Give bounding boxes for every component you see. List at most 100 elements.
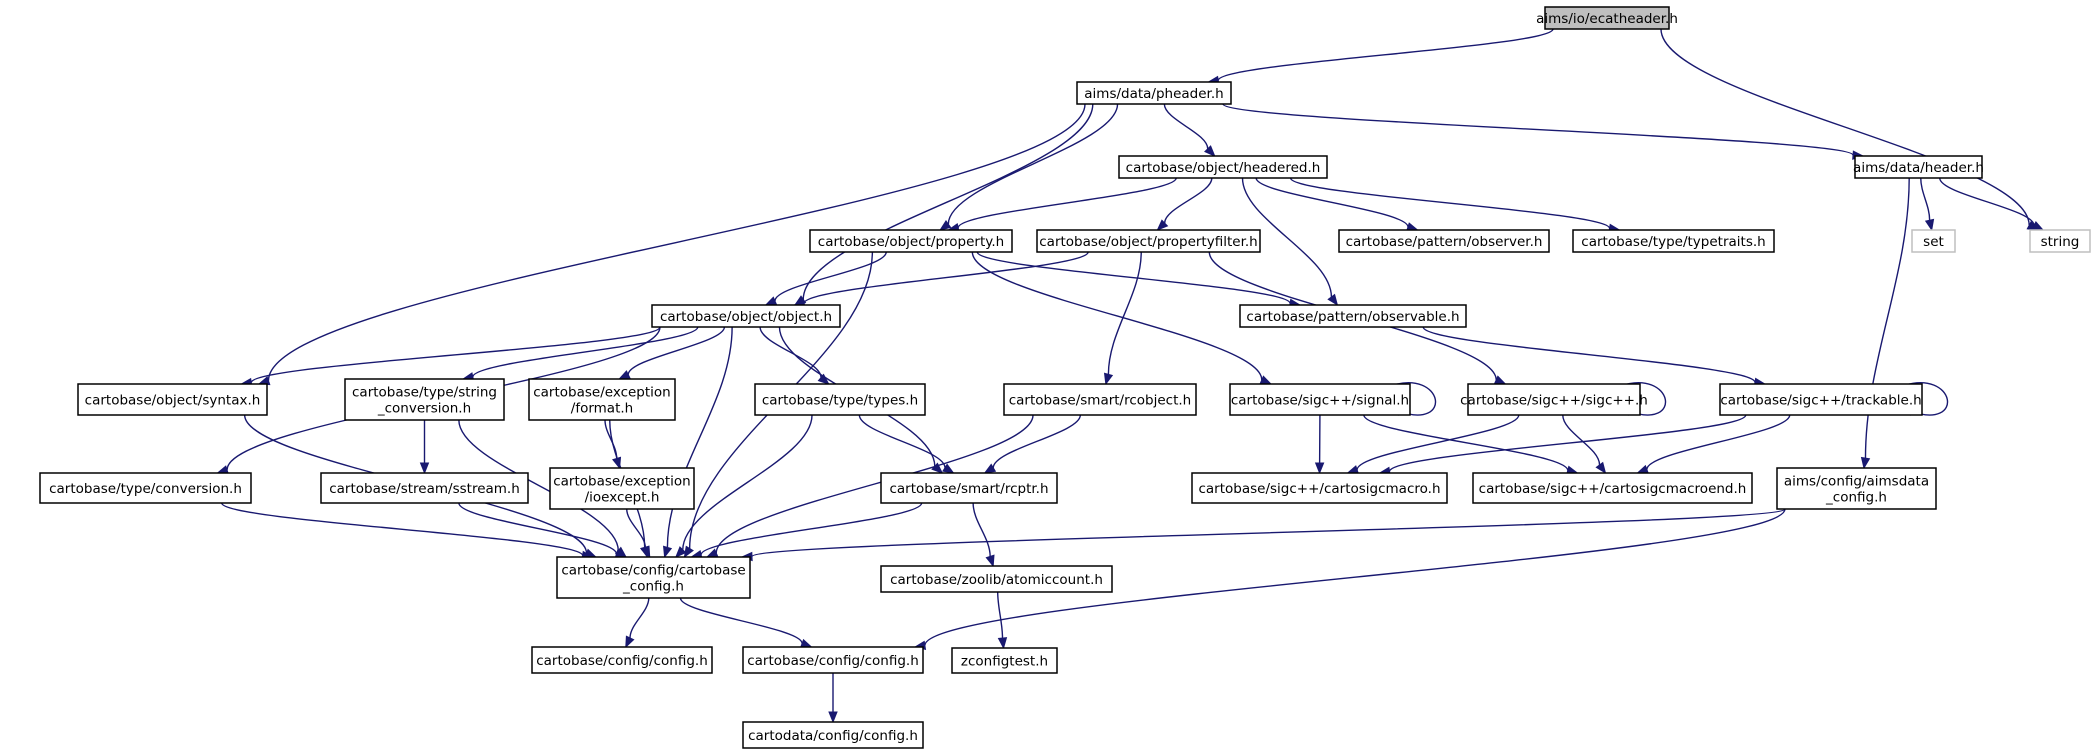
edge-line	[1217, 28, 1554, 82]
node-label: cartodata/config/config.h	[748, 728, 918, 744]
arrowhead-icon	[1595, 461, 1607, 475]
node-typetraits[interactable]: cartobase/type/typetraits.h	[1572, 229, 1775, 253]
node-box	[1036, 229, 1261, 253]
arrowhead-icon	[625, 635, 635, 649]
node-pheader[interactable]: aims/data/pheader.h	[1076, 81, 1232, 105]
node-label: cartobase/object/property.h	[818, 234, 1004, 250]
node-sigcpp[interactable]: cartobase/sigc++/sigc++.h	[1460, 383, 1648, 416]
node-format[interactable]: cartobase/exception/format.h	[528, 378, 676, 421]
node-box	[742, 721, 924, 749]
graph-edges	[216, 28, 2045, 724]
node-aimsdataconfig[interactable]: aims/config/aimsdata_config.h	[1776, 467, 1937, 510]
node-box	[1467, 383, 1641, 416]
arrowhead-icon	[939, 220, 952, 231]
node-box	[528, 378, 676, 421]
node-label: cartobase/object/object.h	[660, 309, 832, 325]
node-sstream[interactable]: cartobase/stream/sstream.h	[320, 472, 529, 504]
node-label: cartobase/sigc++/trackable.h	[1720, 393, 1921, 409]
node-config2[interactable]: cartobase/config/config.h	[742, 646, 924, 674]
node-label: cartobase/sigc++/sigc++.h	[1460, 393, 1648, 409]
edge-line	[700, 502, 923, 556]
edge-observable-to-trackable	[1422, 326, 1767, 387]
node-cbconfig[interactable]: cartobase/config/cartobase_config.h	[556, 556, 751, 599]
edge-headered-to-observable	[1241, 177, 1339, 307]
edge-line	[1562, 414, 1601, 466]
arrowhead-icon	[1636, 464, 1650, 474]
edge-line	[1388, 414, 1747, 473]
node-label: cartobase/config/cartobase	[561, 563, 745, 579]
node-ioexcept[interactable]: cartobase/exception/ioexcept.h	[549, 467, 695, 510]
edge-line	[1356, 414, 1520, 471]
node-label: cartobase/type/string	[352, 385, 497, 401]
node-observer[interactable]: cartobase/pattern/observer.h	[1338, 229, 1550, 253]
node-label: cartobase/pattern/observer.h	[1346, 234, 1543, 250]
node-box	[531, 646, 713, 674]
node-box	[1776, 467, 1937, 510]
edge-line	[802, 103, 1094, 300]
edge-signal-to-sigcmacro	[1314, 414, 1325, 475]
node-rcobject[interactable]: cartobase/smart/rcobject.h	[1003, 383, 1197, 416]
edge-propfilter-to-object	[792, 251, 1089, 308]
node-object[interactable]: cartobase/object/object.h	[651, 304, 841, 328]
node-observable[interactable]: cartobase/pattern/observable.h	[1239, 304, 1467, 328]
node-box	[77, 383, 268, 416]
node-syntax[interactable]: cartobase/object/syntax.h	[77, 383, 268, 416]
node-box	[880, 472, 1058, 504]
node-header[interactable]: aims/data/header.h	[1853, 155, 1984, 179]
edge-aimsdataconfig-to-cbconfig	[740, 508, 1786, 562]
node-trackable[interactable]: cartobase/sigc++/trackable.h	[1719, 383, 1923, 416]
node-strconv[interactable]: cartobase/type/string_conversion.h	[344, 378, 505, 421]
edge-sstream-to-cbconfig	[458, 502, 628, 559]
edge-object-to-syntax	[239, 326, 661, 388]
node-box	[1911, 229, 1956, 253]
node-conversion[interactable]: cartobase/type/conversion.h	[39, 472, 252, 504]
node-headered[interactable]: cartobase/object/headered.h	[1118, 155, 1328, 179]
node-label: cartobase/type/types.h	[762, 393, 918, 409]
edge-property-to-observable	[976, 251, 1302, 308]
edge-line	[715, 414, 1034, 554]
node-signal[interactable]: cartobase/sigc++/signal.h	[1229, 383, 1411, 416]
node-label: string	[2041, 234, 2080, 250]
edge-line	[1163, 177, 1213, 224]
node-sigcmacroend[interactable]: cartobase/sigc++/cartosigcmacroend.h	[1472, 472, 1753, 504]
arrowhead-icon	[764, 296, 778, 306]
node-types[interactable]: cartobase/type/types.h	[754, 383, 926, 416]
edge-line	[1901, 382, 1949, 416]
node-label: cartobase/exception	[553, 474, 691, 490]
node-label: cartobase/object/headered.h	[1126, 160, 1321, 176]
edge-line	[1241, 177, 1333, 297]
node-box	[1472, 472, 1753, 504]
arrowhead-icon	[419, 462, 430, 475]
node-label: _config.h	[1825, 490, 1887, 506]
node-atomiccount[interactable]: cartobase/zoolib/atomiccount.h	[880, 565, 1113, 593]
node-property[interactable]: cartobase/object/property.h	[809, 229, 1013, 253]
node-set[interactable]: set	[1911, 229, 1956, 253]
node-rcptr[interactable]: cartobase/smart/rcptr.h	[880, 472, 1058, 504]
node-string[interactable]: string	[2029, 229, 2091, 253]
node-label: cartobase/stream/sstream.h	[329, 481, 520, 497]
node-label: cartobase/type/conversion.h	[49, 481, 242, 497]
node-propfilter[interactable]: cartobase/object/propertyfilter.h	[1036, 229, 1261, 253]
edge-sigcpp-to-sigcmacroend	[1562, 414, 1607, 475]
node-sigcmacro[interactable]: cartobase/sigc++/cartosigcmacro.h	[1191, 472, 1448, 504]
edge-line	[626, 508, 647, 549]
edge-pheader-to-object	[793, 103, 1094, 306]
edge-object-to-strconv	[461, 326, 699, 382]
edge-line	[250, 326, 661, 384]
edge-header-to-set	[1920, 177, 1935, 232]
graph-nodes: aims/io/ecatheader.h aims/data/pheader.h c…	[39, 6, 2091, 749]
arrowhead-icon	[983, 463, 997, 474]
node-ecat[interactable]: aims/io/ecatheader.h	[1536, 6, 1678, 30]
arrowhead-icon	[1327, 293, 1339, 307]
edge-line	[1289, 177, 1611, 230]
node-zconfig[interactable]: zconfigtest.h	[951, 647, 1058, 674]
edge-line	[1660, 28, 2030, 226]
node-config1[interactable]: cartobase/config/config.h	[531, 646, 713, 674]
arrowhead-icon	[985, 554, 995, 568]
edge-line	[774, 251, 887, 302]
node-label: cartobase/zoolib/atomiccount.h	[890, 572, 1103, 588]
node-cdconfig[interactable]: cartodata/config/config.h	[742, 721, 924, 749]
node-label: aims/io/ecatheader.h	[1536, 11, 1678, 27]
edge-line	[1939, 177, 2035, 226]
arrowhead-icon	[817, 373, 830, 385]
